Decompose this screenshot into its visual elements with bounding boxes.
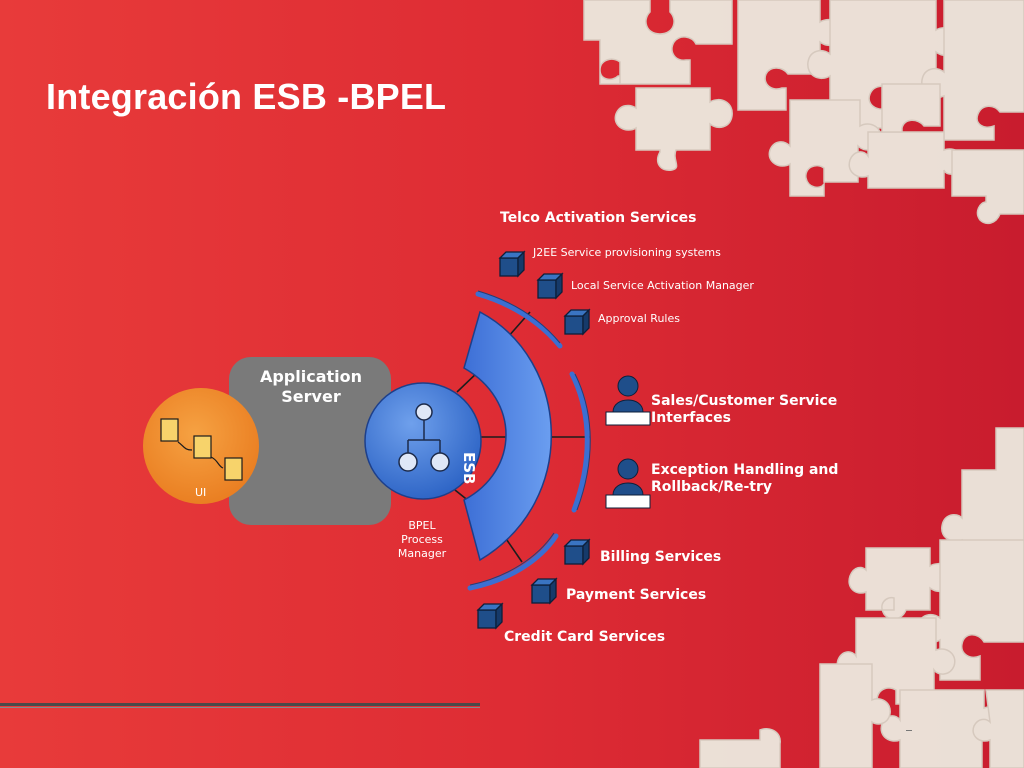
telco-item: Approval Rules xyxy=(598,312,680,325)
telco-item: Local Service Activation Manager xyxy=(571,279,754,292)
cube-icons xyxy=(476,250,591,630)
exception-handling-label: Exception Handling and Rollback/Re-try xyxy=(651,462,839,495)
ui-label: UI xyxy=(195,486,207,499)
payment-services-label: Payment Services xyxy=(566,587,707,603)
sales-interfaces-label: Sales/Customer Service Interfaces xyxy=(651,393,838,426)
footer-divider-thin xyxy=(0,707,480,708)
footer-divider xyxy=(0,703,480,706)
bpel-label: BPEL Process Manager xyxy=(397,519,447,560)
telco-item: J2EE Service provisioning systems xyxy=(533,246,721,259)
process-tree-icon xyxy=(398,403,450,472)
application-server-label: Application Server xyxy=(259,367,363,406)
billing-services-label: Billing Services xyxy=(600,549,722,565)
telco-header: Telco Activation Services xyxy=(500,210,697,226)
credit-card-services-label: Credit Card Services xyxy=(504,629,666,645)
application-server-box xyxy=(229,357,391,525)
esb-band xyxy=(463,310,552,562)
esb-label: ESB xyxy=(460,452,478,485)
bpel-circle xyxy=(364,382,482,500)
slide-title: Integración ESB -BPEL xyxy=(46,76,447,117)
workflow-icon xyxy=(160,418,243,481)
person-icon xyxy=(605,458,651,509)
page-mark xyxy=(906,730,912,731)
person-icon xyxy=(605,375,651,426)
